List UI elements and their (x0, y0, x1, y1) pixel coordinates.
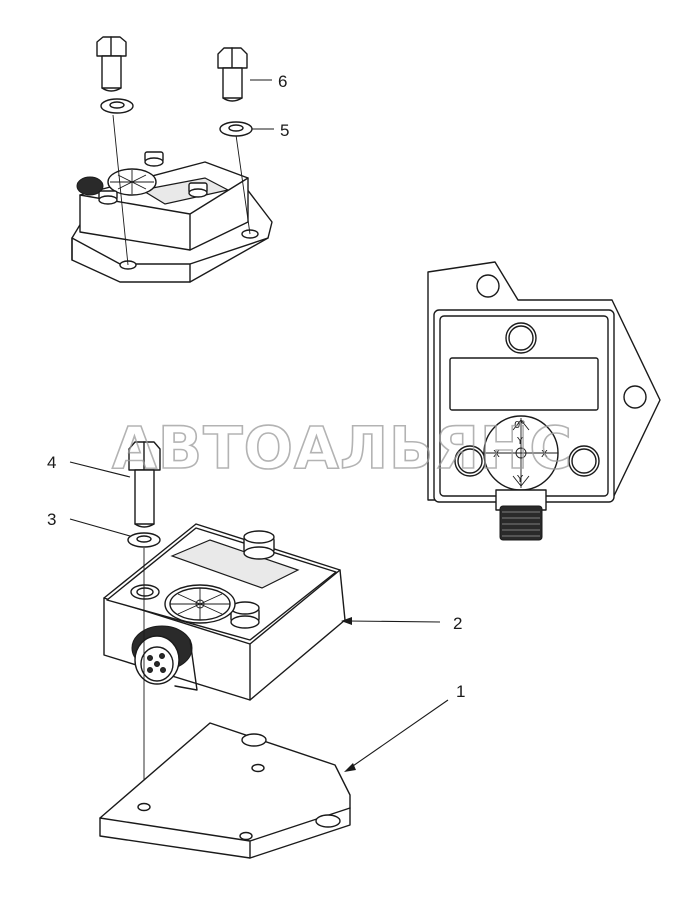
bolt-4 (128, 441, 161, 528)
leader-2 (347, 620, 441, 623)
callout-2: 2 (453, 614, 462, 633)
washer-5 (219, 121, 253, 137)
compass-zero-mark: 0° (514, 420, 525, 431)
leader-1 (349, 699, 449, 769)
callout-1: 1 (456, 682, 465, 701)
callout-4: 4 (47, 453, 56, 472)
callout-6: 6 (278, 72, 287, 91)
sensor-body-2 (103, 523, 346, 701)
callout-5: 5 (280, 121, 289, 140)
compass-axis-y-bottom: Y (516, 474, 524, 485)
washer-3 (127, 532, 161, 548)
leader-2-arrowhead (341, 617, 352, 625)
assembled-sensor-view (71, 114, 273, 283)
leader-3 (69, 518, 131, 537)
washer-top-left (100, 98, 134, 114)
leader-1-arrowhead (344, 763, 356, 772)
compass-axis-y-top: Y (516, 436, 524, 447)
compass-axis-x-right: X (541, 449, 548, 460)
bolt-top-left (96, 36, 127, 92)
leader-4 (69, 461, 131, 478)
mounting-plate-1 (99, 722, 351, 859)
bolt-6 (217, 47, 248, 102)
sensor-top-view: 0° X X Y Y (427, 261, 661, 541)
watermark-text: АВТОАЛЬЯНС (112, 414, 573, 482)
compass-axis-x-left: X (493, 449, 500, 460)
callout-3: 3 (47, 510, 56, 529)
